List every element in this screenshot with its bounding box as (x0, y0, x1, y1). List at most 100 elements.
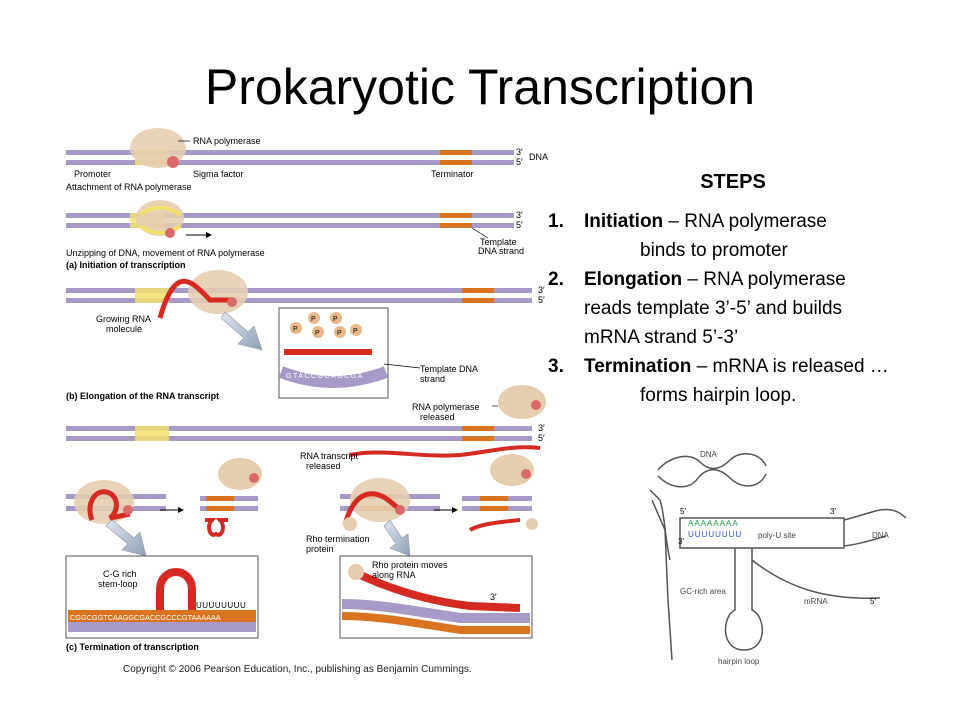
stem-loop-hairpin (156, 568, 196, 612)
growing-rna-label: Growing RNA (96, 314, 151, 324)
five-prime-label: 5′ (538, 433, 545, 443)
gc-rich-label: GC-rich area (680, 587, 726, 596)
rna-polymerase (136, 200, 184, 236)
template-label: Template (480, 237, 517, 247)
dna-label: DNA (700, 450, 718, 459)
terminator-region (440, 160, 472, 165)
zoom-arrow (383, 519, 411, 557)
step-text: reads template 3’-5’ and builds (584, 298, 843, 319)
row-release: 3′ 5′ RNA polymerase released RNA transc… (66, 385, 546, 471)
dna-bubble (679, 517, 845, 549)
mrna-tail (751, 559, 881, 599)
hairpin-diagram: DNA DNA 5′ 3′ 3′ AAAAAAAA UUUUUUUU poly-… (649, 450, 907, 666)
unzipped-dna (138, 205, 182, 235)
mrna-label: mRNA (804, 597, 828, 606)
rnap-released-label-2: released (420, 412, 455, 422)
svg-text:P: P (353, 328, 358, 335)
released-rna (349, 445, 541, 458)
cg-rich-label: C-G rich (103, 569, 137, 579)
steps-heading: STEPS (700, 171, 766, 193)
step-term: Elongation (584, 269, 683, 290)
nucleotide-phosphates: P P P P P P (290, 312, 362, 338)
rho-termination: Rho termination protein 3′ Rho protein m… (306, 454, 538, 639)
terminator-region (440, 150, 472, 155)
step-termination: 3. Termination – mRNA is released … form… (548, 352, 948, 410)
copyright: Copyright © 2006 Pearson Education, Inc.… (123, 664, 472, 675)
step-term: Initiation (584, 211, 664, 232)
terminator-region (462, 426, 494, 431)
five-prime-label: 5′ (680, 507, 686, 516)
dna-strand (66, 160, 514, 165)
step-initiation: 1. Initiation – RNA polymerase binds to … (548, 207, 948, 265)
rna-with-rho (342, 491, 404, 526)
zoom-arrow (105, 519, 147, 557)
rho-moves-label: Rho protein moves (372, 560, 448, 570)
svg-text:P: P (293, 326, 298, 333)
rho-protein-label-2: protein (306, 544, 334, 554)
step-elongation: 2. Elongation – RNA polymerase reads tem… (548, 265, 948, 352)
dna-strand (66, 426, 532, 431)
template-dna-label: Template DNA (420, 364, 478, 374)
sigma-factor (165, 228, 175, 238)
sigma-factor (167, 156, 179, 168)
template-bases: GTACCGCAGCGA (286, 373, 364, 380)
svg-text:P: P (315, 330, 320, 337)
dna-strand (66, 288, 532, 293)
rna-polymerase (188, 270, 248, 314)
step-number: 1. (548, 211, 564, 232)
intrinsic-termination: UUUUUUUU CGGCGGTCAAGGCGACCGCCCGTAAAAAA C… (65, 458, 262, 652)
dna-strand (66, 213, 514, 218)
panel-a-caption: (a) Initiation of transcription (66, 260, 186, 270)
rnap-released-label: RNA polymerase (412, 402, 480, 412)
three-prime-label: 3′ (538, 285, 545, 295)
rna-polymerase (350, 478, 410, 522)
template-label-2: DNA strand (478, 246, 524, 256)
a-row: AAAAAAAA (688, 519, 739, 528)
five-prime-label: 5′ (538, 295, 545, 305)
growing-rna-label-2: molecule (106, 324, 142, 334)
rna-polymerase-label: RNA polymerase (193, 136, 261, 146)
dna-label: DNA (872, 531, 890, 540)
cg-rich-label-2: stem-loop (98, 579, 138, 589)
poly-u-label: poly-U site (758, 531, 796, 540)
hairpin-loop-label: hairpin loop (718, 657, 760, 666)
five-prime-label: 5′ (870, 597, 876, 606)
step-text: binds to promoter (640, 240, 788, 261)
rho-protein-label: Rho termination (306, 534, 370, 544)
three-prime-label: 3′ (516, 210, 523, 220)
dna-sequence: CGGCGGTCAAGGCGACCGCCCGTAAAAAA (70, 613, 221, 622)
row-unzipping: 3′ 5′ Template DNA strand Unzipping of D… (66, 200, 524, 270)
terminator-label: Terminator (431, 169, 474, 179)
three-prime-label: 3′ (678, 537, 684, 546)
five-prime-label: 5′ (516, 220, 523, 230)
dna-label: DNA (529, 152, 548, 162)
step-text: – mRNA is released … (691, 356, 889, 377)
dna-strand (66, 436, 532, 441)
polymerase-site (227, 297, 237, 307)
rna-transcript-label-2: released (306, 461, 341, 471)
step-text: – RNA polymerase (682, 269, 846, 290)
panel-c-caption: (c) Termination of transcription (66, 642, 199, 652)
dna-strand (66, 223, 514, 228)
released-polymerase (498, 385, 546, 419)
step-text: – RNA polymerase (663, 211, 827, 232)
three-prime-label: 3′ (490, 592, 497, 602)
sigma-factor-label: Sigma factor (193, 169, 244, 179)
terminator-region (440, 223, 472, 228)
svg-text:P: P (311, 316, 316, 323)
terminator-region (462, 298, 494, 303)
terminator-region (440, 213, 472, 218)
terminator-region (462, 436, 494, 441)
three-prime-label: 3′ (516, 147, 523, 157)
stem-loop-rna (87, 489, 131, 521)
dna-strand (66, 150, 514, 155)
step-number: 3. (548, 356, 564, 377)
dna-helix-left (657, 453, 767, 471)
promoter-region (135, 288, 169, 303)
slide-title: Prokaryotic Transcription (204, 59, 756, 115)
rna-transcript-label: RNA transcript (300, 451, 359, 461)
three-prime-label: 3′ (538, 423, 545, 433)
svg-text:P: P (333, 316, 338, 323)
terminator-region (462, 288, 494, 293)
